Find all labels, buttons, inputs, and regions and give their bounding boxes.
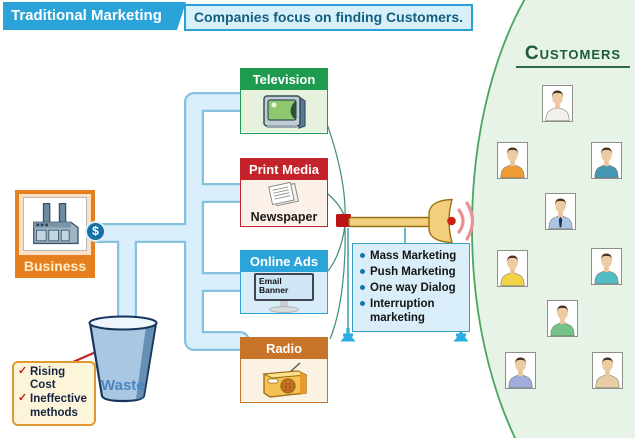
monitor-stand xyxy=(280,300,288,306)
customer-person-1 xyxy=(542,85,573,122)
newspaper-label: Newspaper xyxy=(250,209,318,224)
callout-item: Rising Cost xyxy=(18,365,92,392)
channel-label: Television xyxy=(252,72,316,87)
customers-title: Customers xyxy=(516,43,630,68)
list-item: Mass Marketing xyxy=(360,249,466,263)
channel-header-television: Television xyxy=(241,69,327,90)
monitor-icon: Email Banner xyxy=(254,272,314,301)
business-box: Business xyxy=(15,190,95,278)
dollar-icon: $ xyxy=(85,221,106,242)
channel-box-online-ads: Online Ads Email Banner xyxy=(240,250,328,314)
customer-person-3 xyxy=(591,142,622,179)
customer-person-9 xyxy=(592,352,623,389)
page-title-text: Traditional Marketing xyxy=(11,7,162,24)
customer-person-7 xyxy=(547,300,578,337)
channel-box-radio: Radio xyxy=(240,337,328,403)
business-label: Business xyxy=(15,255,95,278)
channel-header-radio: Radio xyxy=(241,338,327,359)
customer-person-2 xyxy=(497,142,528,179)
list-item: Push Marketing xyxy=(360,265,466,279)
callout-item: Ineffective methods xyxy=(18,392,92,419)
channel-box-television: Television xyxy=(240,68,328,134)
channel-box-print-media: Print Media Newspaper xyxy=(240,158,328,227)
channel-label: Print Media xyxy=(248,162,320,177)
newspaper-icon xyxy=(268,181,299,206)
monitor-screen-text: Email Banner xyxy=(256,274,312,299)
customer-person-5 xyxy=(497,250,528,287)
monitor-base xyxy=(269,305,299,313)
customer-person-8 xyxy=(505,352,536,389)
channel-header-print-media: Print Media xyxy=(241,159,327,180)
customer-person-4 xyxy=(545,193,576,230)
list-item: Interruption marketing xyxy=(360,297,466,325)
megaphone-points-box: Mass Marketing Push Marketing One way Di… xyxy=(352,243,470,333)
television-icon xyxy=(241,90,327,132)
megaphone-points-list: Mass Marketing Push Marketing One way Di… xyxy=(360,249,466,325)
sound-waves-icon xyxy=(457,201,475,241)
online-ads-body: Email Banner xyxy=(241,272,327,313)
waste-bucket-icon xyxy=(88,315,158,403)
page-subtitle-text: Companies focus on finding Customers. xyxy=(193,9,464,25)
list-item: One way Dialog xyxy=(360,281,466,295)
channel-header-online-ads: Online Ads xyxy=(241,251,327,272)
waste-label: Waste xyxy=(101,377,145,394)
channel-label: Radio xyxy=(265,341,303,356)
print-media-body: Newspaper xyxy=(241,180,327,225)
page-subtitle: Companies focus on finding Customers. xyxy=(184,4,473,31)
factory-icon xyxy=(23,197,87,251)
anchor-icon-left xyxy=(340,328,356,342)
customer-person-6 xyxy=(591,248,622,285)
megaphone-icon xyxy=(336,198,475,244)
page-title: Traditional Marketing xyxy=(3,2,186,30)
pipe-network xyxy=(85,92,250,351)
channel-label: Online Ads xyxy=(249,254,319,269)
channel-to-megaphone-lines xyxy=(326,123,346,340)
waste-callout-box: Rising Cost Ineffective methods xyxy=(12,361,96,426)
radio-icon xyxy=(241,359,327,401)
